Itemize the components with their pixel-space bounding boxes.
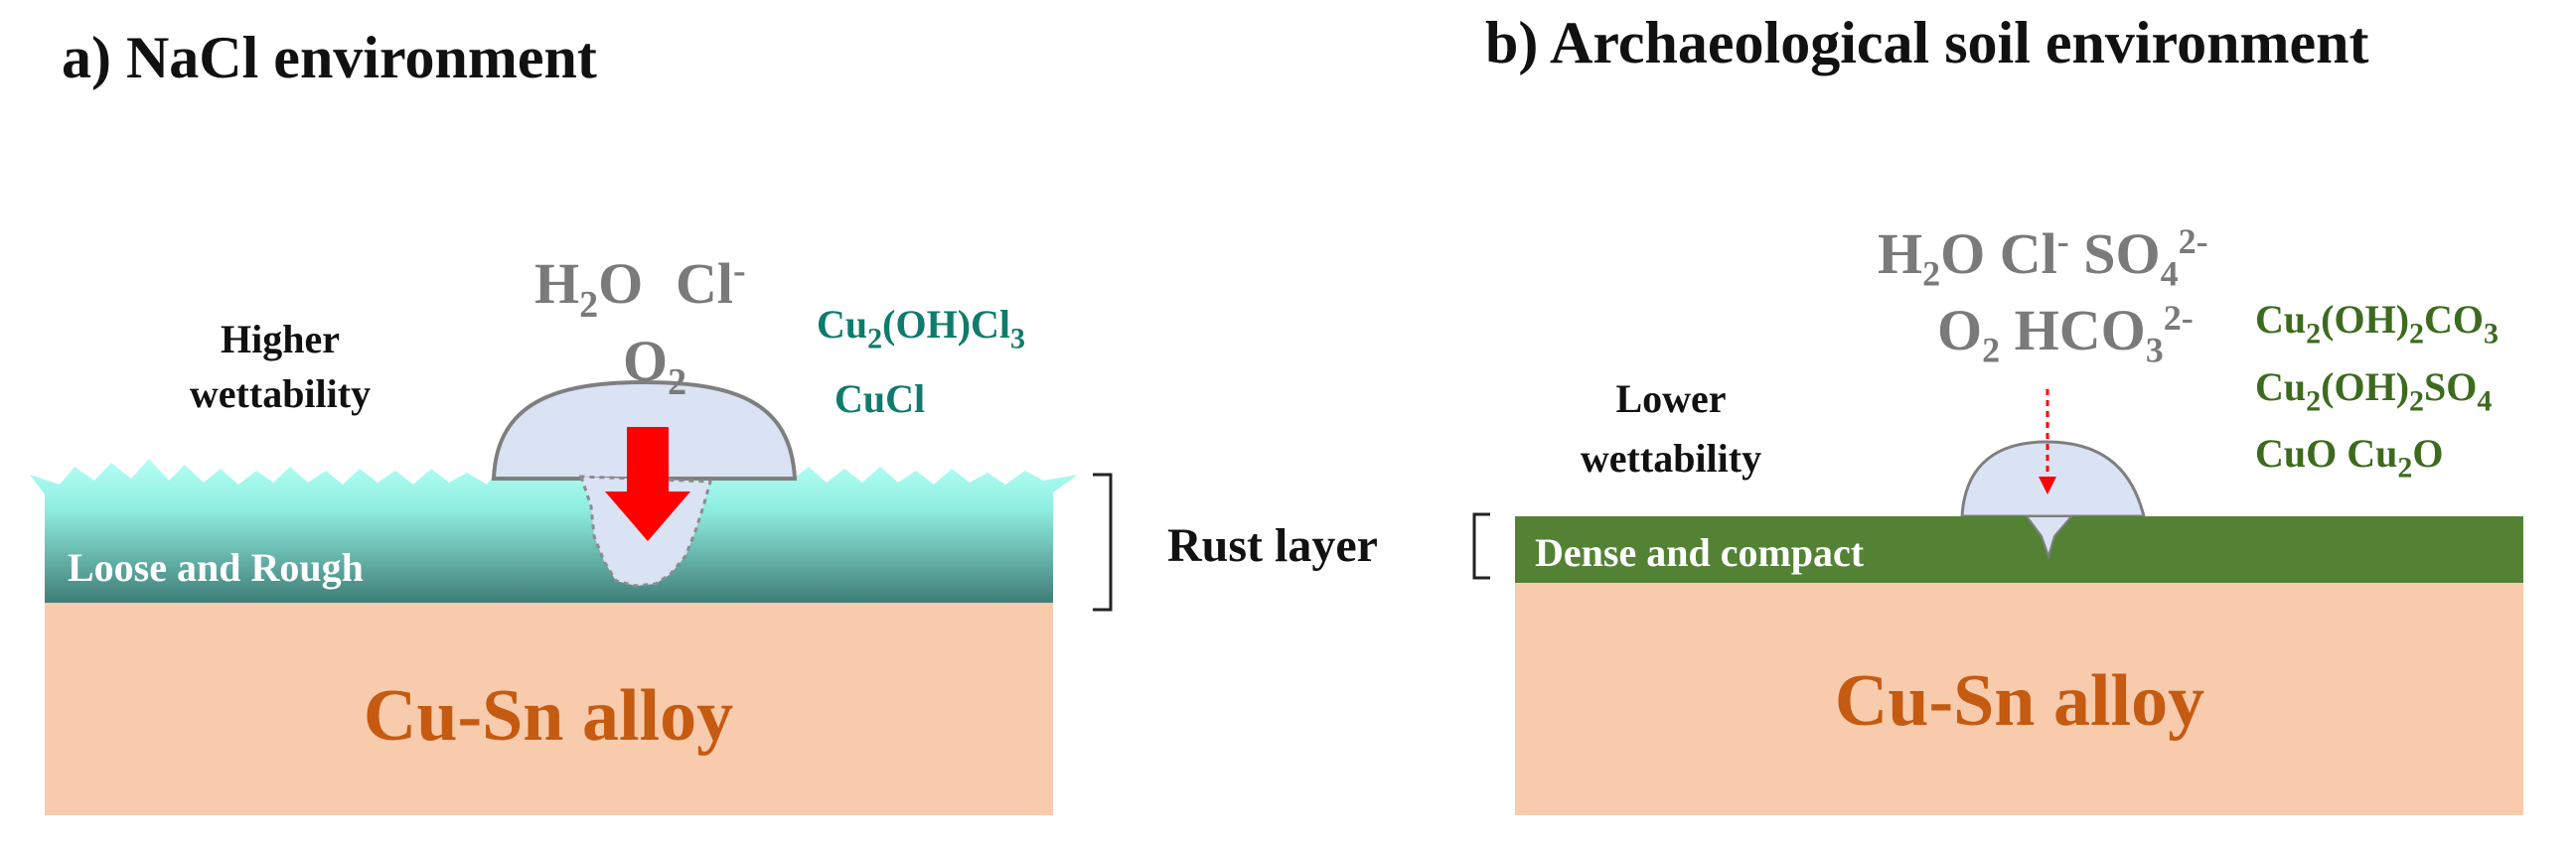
rust-bracket-left — [1472, 512, 1490, 580]
species-b-line1: H2O Cl- SO42- — [1878, 221, 2208, 294]
rust-layer-a — [30, 459, 1078, 603]
panel-b: b) Archaeological soil environment Cu-Sn… — [1472, 10, 2523, 815]
alloy-block-b — [1515, 583, 2523, 815]
penetration-arrow-icon — [605, 427, 690, 541]
layer-label-b: Dense and compact — [1535, 530, 1865, 575]
wettability-line2-a: wettability — [190, 371, 371, 416]
species-cl-a: Cl- — [676, 250, 746, 316]
product-a-1: Cu2(OH)Cl3 — [817, 302, 1025, 355]
panel-a: a) NaCl environment Cu-Sn alloy Loose an… — [30, 25, 1113, 815]
rust-layer-label: Rust layer — [1167, 519, 1378, 572]
diffusion-arrow-icon — [2039, 477, 2056, 494]
product-b-3: CuO Cu2O — [2255, 431, 2444, 485]
panel-b-title: b) Archaeological soil environment — [1485, 10, 2368, 75]
wettability-line1-b: Lower — [1615, 376, 1726, 421]
alloy-block-a — [45, 603, 1053, 815]
dense-layer-b — [1515, 516, 2523, 583]
wettability-line1-a: Higher — [221, 317, 340, 361]
alloy-label-a: Cu-Sn alloy — [364, 675, 733, 757]
product-b-2: Cu2(OH)2SO4 — [2255, 364, 2492, 418]
species-h2o-a: H2O — [534, 251, 643, 326]
layer-label-a: Loose and Rough — [68, 545, 364, 590]
alloy-label-b: Cu-Sn alloy — [1835, 660, 2204, 742]
product-b-1: Cu2(OH)2CO3 — [2255, 297, 2499, 350]
product-a-2: CuCl — [834, 376, 925, 421]
species-b-line2: O2 HCO32- — [1937, 298, 2194, 370]
micro-pit-b — [2025, 515, 2074, 560]
panel-a-title: a) NaCl environment — [62, 25, 597, 90]
wettability-line2-b: wettability — [1581, 436, 1761, 481]
species-b: H2O Cl- SO42-O2 HCO32- — [1878, 221, 2208, 370]
rust-bracket-right — [1093, 473, 1113, 612]
species-o2-a: O2 — [623, 329, 686, 403]
